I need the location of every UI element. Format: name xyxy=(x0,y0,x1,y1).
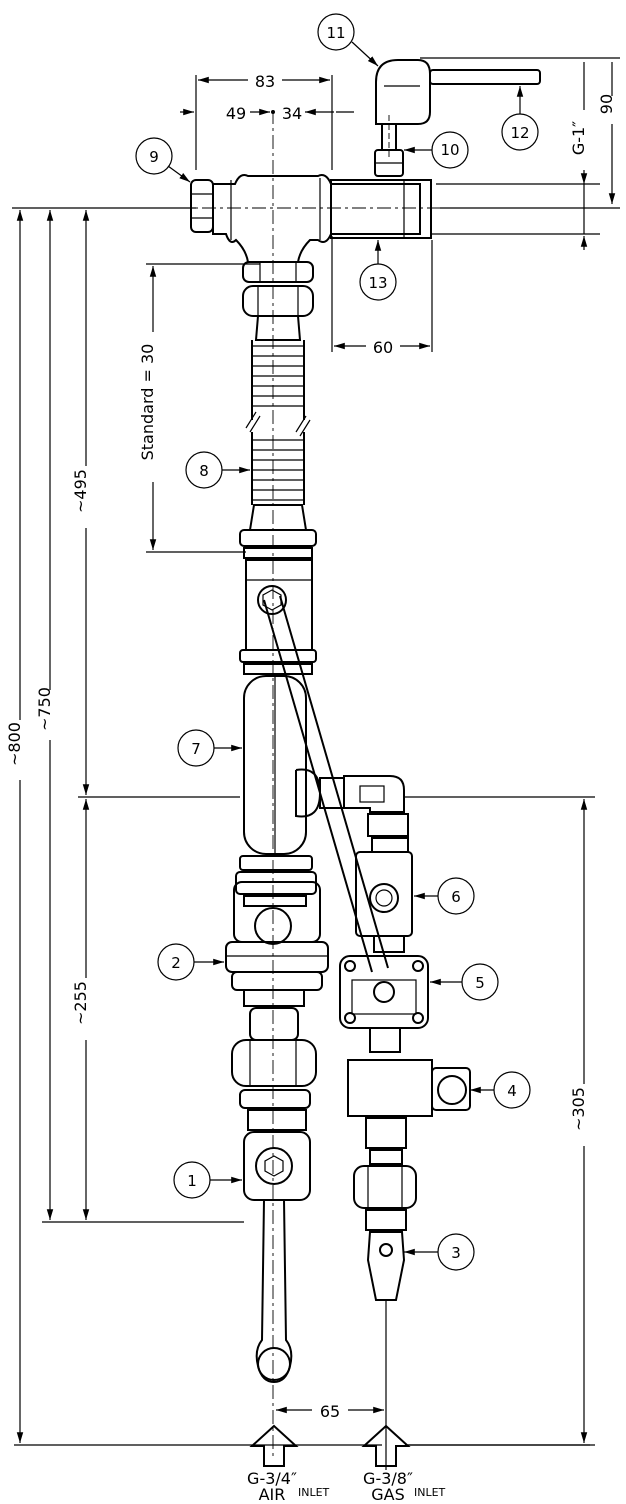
callout-5: 5 xyxy=(475,974,485,992)
callout-4: 4 xyxy=(507,1082,517,1100)
callout-circle-13 xyxy=(359,263,397,301)
callout-circle-12 xyxy=(501,113,539,151)
callout-circle-6 xyxy=(437,877,475,915)
callout-11: 11 xyxy=(326,24,345,42)
gas-branch xyxy=(339,813,471,1301)
callout-circle-7 xyxy=(177,729,215,767)
inlet-labels: G-3/4″ AIR G-3/8″ GAS xyxy=(247,1469,413,1504)
dim-305: ~305 xyxy=(569,1087,588,1131)
air-inlet-line1: AIR xyxy=(259,1485,286,1504)
callout-circle-8 xyxy=(185,451,223,489)
callouts: 1 2 3 4 5 6 7 8 9 10 xyxy=(135,13,539,1271)
main-assembly xyxy=(225,261,405,1384)
callout-3: 3 xyxy=(451,1244,461,1262)
callout-circle-1 xyxy=(173,1161,211,1199)
dim-g1: G-1″ xyxy=(569,121,588,155)
dim-800: ~800 xyxy=(5,722,24,766)
callout-6: 6 xyxy=(451,888,461,906)
inlet-arrows xyxy=(249,1424,411,1467)
dim-495: ~495 xyxy=(71,469,90,513)
top-assembly xyxy=(177,59,541,1460)
dim-255: ~255 xyxy=(71,981,90,1025)
callout-circle-9 xyxy=(135,137,173,175)
bellows xyxy=(245,340,311,505)
dim-83: 83 xyxy=(255,72,275,91)
callout-circle-11 xyxy=(317,13,355,51)
gas-inlet-arrow-icon xyxy=(361,1424,411,1467)
callout-13: 13 xyxy=(368,274,387,292)
callout-9: 9 xyxy=(149,148,159,166)
dim-49: 49 xyxy=(226,104,246,123)
callout-8: 8 xyxy=(199,462,209,480)
callout-circle-5 xyxy=(461,963,499,1001)
dim-750: ~750 xyxy=(35,687,54,731)
callout-circle-3 xyxy=(437,1233,475,1271)
dimension-texts: 83 49 34 60 65 90 G-1″ Standard = 30 ~49… xyxy=(5,72,616,1421)
dim-34: 34 xyxy=(282,104,302,123)
dim-60: 60 xyxy=(373,338,393,357)
callout-1: 1 xyxy=(187,1172,197,1190)
air-inlet-size: G-3/4″ xyxy=(247,1469,297,1488)
dim-90: 90 xyxy=(597,94,616,114)
dim-65: 65 xyxy=(320,1402,340,1421)
callout-10: 10 xyxy=(440,141,459,159)
callout-12: 12 xyxy=(510,124,529,142)
gas-inlet-size: G-3/8″ xyxy=(363,1469,413,1488)
callout-7: 7 xyxy=(191,740,201,758)
gas-inlet-line1: GAS xyxy=(371,1485,405,1504)
callout-circle-10 xyxy=(431,131,469,169)
dimension-lines xyxy=(12,57,620,1470)
air-inlet-arrow-icon xyxy=(249,1424,299,1467)
callout-2: 2 xyxy=(171,954,181,972)
dim-standard: Standard = 30 xyxy=(138,344,157,461)
callout-circle-4 xyxy=(493,1071,531,1109)
callout-circle-2 xyxy=(157,943,195,981)
